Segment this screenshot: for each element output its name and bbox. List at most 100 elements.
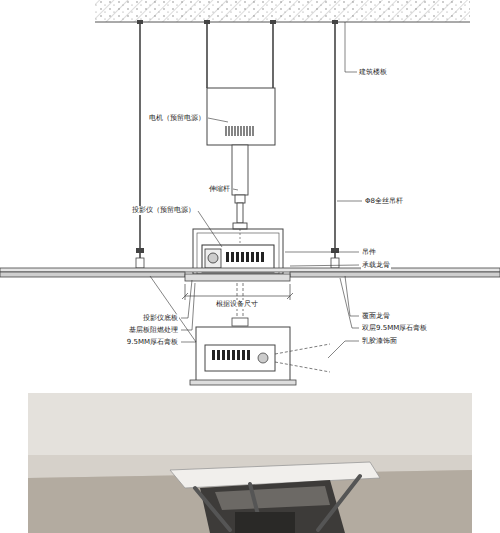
lowered-projector bbox=[247, 350, 250, 360]
hanger-rod bbox=[334, 22, 336, 268]
hanger-rod bbox=[272, 22, 274, 88]
photo bbox=[215, 486, 330, 510]
motor-box bbox=[252, 126, 253, 136]
part-label: 投影仪底板 bbox=[142, 314, 179, 323]
dimension-line bbox=[185, 296, 290, 297]
lowered-projector bbox=[217, 350, 220, 360]
lowered-projector bbox=[222, 350, 225, 360]
part-label: 9.5MM厚石膏板 bbox=[126, 338, 179, 347]
hanger-rod bbox=[206, 22, 208, 88]
lowered-projector bbox=[242, 350, 245, 360]
lowered-projector bbox=[196, 327, 290, 382]
projector-frame bbox=[193, 229, 283, 274]
hanger-rod bbox=[139, 22, 141, 268]
motor-box bbox=[207, 88, 275, 145]
hanger-rod bbox=[204, 20, 210, 24]
floor-slab bbox=[95, 0, 470, 22]
dimension-line bbox=[182, 293, 188, 299]
hanger-rod bbox=[332, 20, 338, 24]
projector bbox=[236, 252, 239, 262]
part-label: 伸缩杆 bbox=[208, 185, 231, 194]
part-label: 投影仪（预留电源） bbox=[131, 206, 196, 215]
photo bbox=[28, 393, 472, 533]
part-label: Φ8全丝吊杆 bbox=[364, 197, 404, 206]
leader-line bbox=[181, 280, 192, 318]
projector bbox=[256, 252, 259, 262]
motor-box bbox=[240, 126, 241, 136]
part-label: 承载龙骨 bbox=[361, 261, 391, 270]
projector bbox=[261, 252, 264, 262]
projector bbox=[208, 253, 218, 263]
motor-box bbox=[237, 126, 238, 136]
lowered-projector bbox=[258, 353, 268, 363]
lowered-projector bbox=[232, 318, 248, 326]
lowered-projector bbox=[227, 350, 230, 360]
telescopic-rod bbox=[232, 145, 248, 229]
telescopic-rod bbox=[232, 145, 248, 195]
leader-line bbox=[150, 22, 362, 358]
motor-box bbox=[231, 126, 232, 136]
photo bbox=[28, 393, 472, 533]
photo bbox=[195, 488, 230, 530]
projector bbox=[226, 252, 229, 262]
part-label: 乳胶漆饰面 bbox=[361, 337, 398, 346]
ceiling-board bbox=[290, 272, 500, 277]
dimension-line bbox=[185, 284, 186, 300]
part-label: 建筑楼板 bbox=[358, 68, 388, 77]
floor-slab bbox=[95, 22, 470, 23]
photo bbox=[28, 393, 472, 455]
lowered-projector bbox=[190, 283, 330, 385]
leader-line bbox=[345, 276, 359, 316]
lowered-projector bbox=[190, 380, 296, 385]
floor-slab bbox=[95, 0, 470, 22]
leader-line bbox=[290, 265, 359, 266]
part-label: 根据设备尺寸 bbox=[215, 300, 259, 309]
telescopic-rod bbox=[233, 223, 247, 229]
motor-box bbox=[246, 126, 247, 136]
motor-box bbox=[207, 88, 275, 145]
part-label: 双层9.5MM厚石膏板 bbox=[361, 324, 428, 333]
motor-box bbox=[228, 126, 229, 136]
hanger-rod bbox=[136, 248, 144, 253]
projector bbox=[246, 252, 249, 262]
motor-box bbox=[226, 126, 253, 136]
hanger-rod bbox=[270, 20, 276, 24]
ceiling-board bbox=[0, 268, 500, 272]
hanger-rod bbox=[136, 258, 144, 268]
hanger-rod bbox=[331, 258, 339, 268]
leader-line bbox=[208, 118, 228, 122]
lowered-projector bbox=[212, 350, 250, 360]
part-label: 电机（预留电源） bbox=[148, 114, 206, 123]
motor-box bbox=[225, 126, 226, 136]
projector-frame bbox=[193, 229, 283, 274]
dimension-line bbox=[287, 293, 293, 299]
ceiling-board bbox=[185, 274, 290, 281]
lowered-projector bbox=[275, 344, 330, 354]
telescopic-rod bbox=[235, 195, 245, 203]
dimension-line bbox=[290, 284, 291, 300]
motor-box bbox=[234, 126, 235, 136]
projector bbox=[241, 252, 244, 262]
projector bbox=[231, 252, 234, 262]
projector bbox=[205, 249, 221, 268]
motor-box bbox=[249, 126, 250, 136]
lowered-projector bbox=[275, 362, 330, 372]
projector bbox=[251, 252, 254, 262]
telescopic-rod bbox=[237, 203, 243, 223]
part-label: 吊件 bbox=[361, 248, 377, 257]
floor-slab bbox=[95, 0, 470, 22]
leader-line bbox=[340, 278, 359, 328]
leader-line bbox=[285, 252, 359, 253]
lowered-projector bbox=[232, 350, 235, 360]
dimension-line bbox=[182, 284, 293, 300]
lowered-projector bbox=[212, 350, 215, 360]
photo bbox=[318, 476, 360, 530]
lowered-projector bbox=[205, 345, 275, 371]
leader-line bbox=[337, 201, 362, 202]
hanger-rod bbox=[137, 20, 143, 24]
leader-line bbox=[345, 22, 357, 72]
projector bbox=[226, 252, 264, 262]
motor-box bbox=[243, 126, 244, 136]
